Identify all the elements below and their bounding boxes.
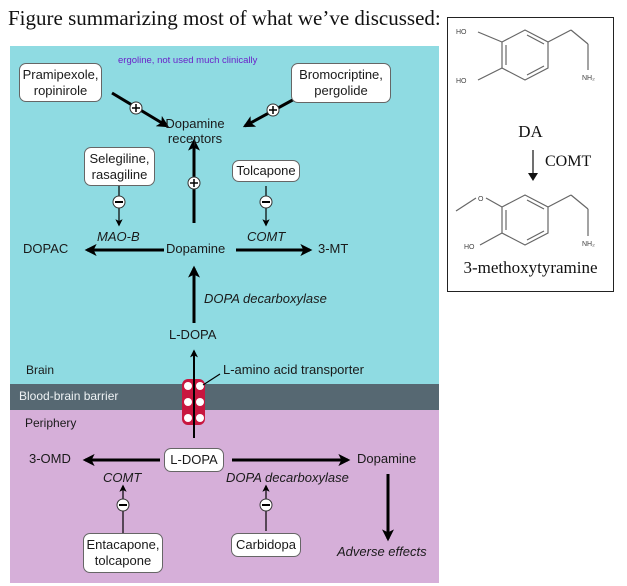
atom-label: O [478,196,484,203]
zone-label-bbb: Blood-brain barrier [19,389,119,403]
pathway-arrows [82,91,394,542]
molecule-name-3-methoxytyramine: 3-methoxytyramine [463,258,598,277]
drug-name: Selegiline, [89,150,150,166]
enzyme-maob: MAO-B [97,229,140,244]
atom-label: HO [464,244,475,251]
drug-box-entacapone: Entacapone,tolcapone [83,533,163,573]
minus-icon [259,498,273,512]
atom-label: NH₂ [582,241,595,248]
drug-name: Bromocriptine, [299,67,383,83]
periphery-zone [10,410,439,583]
enzyme-comt-periphery: COMT [103,470,142,485]
node-dopac: DOPAC [23,241,69,256]
node-3mt: 3-MT [318,241,349,256]
drug-box-tolcapone: Tolcapone [232,160,300,182]
node-3omd: 3-OMD [29,451,71,466]
drug-name: Pramipexole, [22,66,99,82]
dopamine-pathway-diagram: ergoline, not used much clinically Prami… [10,46,439,583]
drug-name: Entacapone, [86,537,160,553]
minus-icon [116,498,130,512]
ergoline-note: ergoline, not used much clinically [118,55,258,66]
zone-label-brain: Brain [26,363,55,377]
drug-box-bromocriptine: Bromocriptine,pergolide [291,63,391,103]
minus-icon [259,195,273,209]
node-text: receptors [167,130,223,146]
drug-box-selegiline: Selegiline,rasagiline [84,147,155,186]
zone-label-periphery: Periphery [25,416,77,430]
figure-caption: Figure summarizing most of what we’ve di… [8,6,441,30]
comt-reaction-panel: HO HO NH₂ O HO NH₂ DA COMT 3-methoxytyra… [447,17,614,292]
atom-label: HO [456,29,467,36]
blood-brain-barrier-zone [10,384,439,410]
minus-icon [112,195,126,209]
node-ldopa-brain: L-DOPA [169,327,217,342]
transporter-label: L-amino acid transporter [223,362,364,377]
enzyme-dopa-decarboxylase-periphery: DOPA decarboxylase [226,470,349,485]
enzyme-dopa-decarboxylase-brain: DOPA decarboxylase [204,291,327,306]
node-adverse-effects: Adverse effects [337,544,427,559]
node-ldopa-periphery: L-DOPA [164,448,224,472]
transporter-leader-line [202,373,221,386]
atom-label: NH₂ [582,75,595,82]
methoxytyramine-structure [455,194,589,246]
dopamine-structure [477,29,589,81]
node-dopamine-periphery: Dopamine [357,451,417,466]
plus-icon [266,103,280,117]
reaction-enzyme-comt: COMT [545,153,592,170]
drug-name: ropinirole [33,82,88,98]
drug-box-carbidopa: Carbidopa [231,533,301,557]
arrowhead-icon [528,173,538,181]
molecule-name-da: DA [518,122,543,141]
node-dopamine-brain: Dopamine [166,241,226,256]
molecule-structures: HO HO NH₂ O HO NH₂ [455,29,595,251]
plus-icon [187,176,201,190]
drug-name: rasagiline [91,166,148,182]
node-text: Dopamine [165,116,225,131]
enzyme-comt-brain: COMT [247,229,286,244]
node-dopamine-receptors: Dopamine receptors [160,116,230,147]
drug-name: pergolide [314,83,368,98]
atom-label: HO [456,78,467,85]
l-amino-acid-transporter-icon [182,376,205,438]
drug-box-pramipexole: Pramipexole,ropinirole [19,63,102,102]
drug-name: tolcapone [94,553,152,568]
plus-icon [129,101,143,115]
